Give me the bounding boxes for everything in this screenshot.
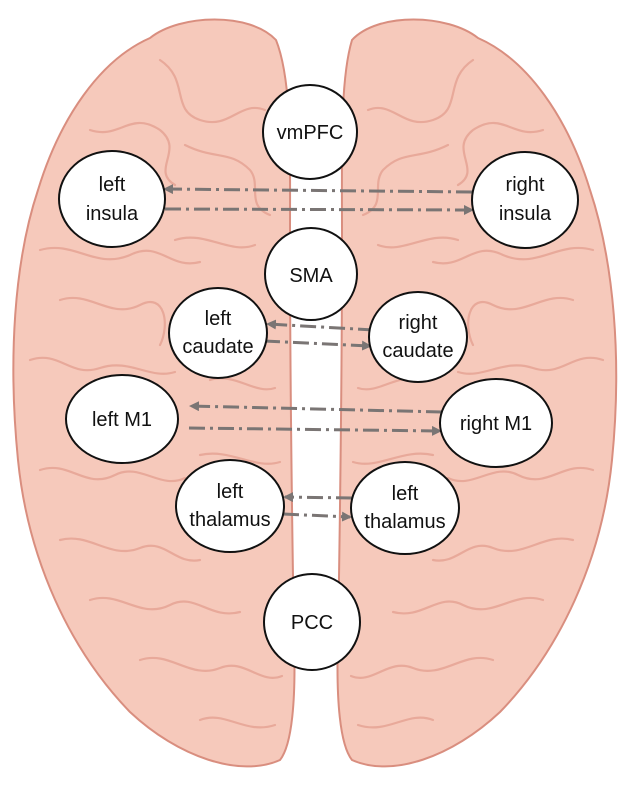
gyrus-fold xyxy=(361,143,450,217)
node-sma: SMA xyxy=(264,227,358,321)
gyrus-fold xyxy=(198,452,282,465)
node-left-thalamus: left thalamus xyxy=(175,459,285,553)
node-label: left xyxy=(217,481,244,503)
gyrus-fold xyxy=(88,596,242,615)
node-pcc: PCC xyxy=(263,573,361,671)
node-left-caudate: left caudate xyxy=(168,287,268,379)
node-label: insula xyxy=(86,203,139,225)
node-right-insula: right insula xyxy=(471,151,579,249)
connection-left-m1-to-right-m1 xyxy=(188,425,442,436)
connection-right-caudate-to-left-caudate xyxy=(266,319,375,332)
gyrus-fold xyxy=(38,467,187,483)
connection-left-insula-to-right-insula xyxy=(164,204,474,215)
gyrus-fold xyxy=(431,537,575,562)
gyrus-fold xyxy=(356,716,435,729)
node-right-caudate: right caudate xyxy=(368,291,468,383)
gyrus-fold xyxy=(58,537,202,562)
connection-left-caudate-to-right-caudate xyxy=(263,339,372,351)
gyrus-fold xyxy=(58,296,166,347)
node-label: caudate xyxy=(182,336,253,358)
gyrus-fold xyxy=(88,121,177,187)
node-left-insula: left insula xyxy=(58,150,166,248)
node-label: right xyxy=(399,312,438,334)
node-left-m1: left M1 xyxy=(65,374,179,464)
gyrus-fold xyxy=(351,452,435,465)
gyrus-fold xyxy=(366,58,475,123)
node-label: thalamus xyxy=(189,509,270,531)
nodes: vmPFC left insula right insula SMA left … xyxy=(58,84,579,671)
gyrus-fold xyxy=(28,356,177,375)
gyrus-fold xyxy=(183,143,272,217)
gyrus-fold xyxy=(456,121,545,187)
gyrus-fold xyxy=(376,236,460,249)
node-label: PCC xyxy=(291,612,333,634)
node-label: right M1 xyxy=(460,413,532,435)
node-label: left xyxy=(392,483,419,505)
gyrus-fold xyxy=(138,657,284,679)
connection-left-thalamus-to-right-thalamus xyxy=(282,511,352,522)
node-label: thalamus xyxy=(364,511,445,533)
node-label: right xyxy=(506,174,545,196)
node-right-thalamus: left thalamus xyxy=(350,461,460,555)
node-label: left xyxy=(99,174,126,196)
gyrus-fold xyxy=(467,296,575,347)
node-label: vmPFC xyxy=(277,122,344,144)
node-label: caudate xyxy=(382,340,453,362)
connection-right-m1-to-left-m1 xyxy=(189,401,443,414)
gyrus-fold xyxy=(431,246,595,265)
gyrus-fold xyxy=(391,596,545,615)
node-label: left xyxy=(205,308,232,330)
connections xyxy=(163,184,474,522)
node-right-m1: right M1 xyxy=(439,378,553,468)
gyrus-fold xyxy=(446,467,595,483)
gyrus-fold xyxy=(158,58,267,123)
node-vmpfc: vmPFC xyxy=(262,84,358,180)
gyrus-fold xyxy=(198,716,277,729)
connection-right-insula-to-left-insula xyxy=(163,184,473,195)
connection-right-thalamus-to-left-thalamus xyxy=(283,492,353,503)
gyrus-fold xyxy=(38,246,202,265)
node-label: SMA xyxy=(289,265,333,287)
node-label: insula xyxy=(499,203,552,225)
gyrus-fold xyxy=(349,657,495,679)
gyrus-fold xyxy=(173,236,257,249)
node-label: left M1 xyxy=(92,409,152,431)
gyrus-fold xyxy=(456,356,605,375)
